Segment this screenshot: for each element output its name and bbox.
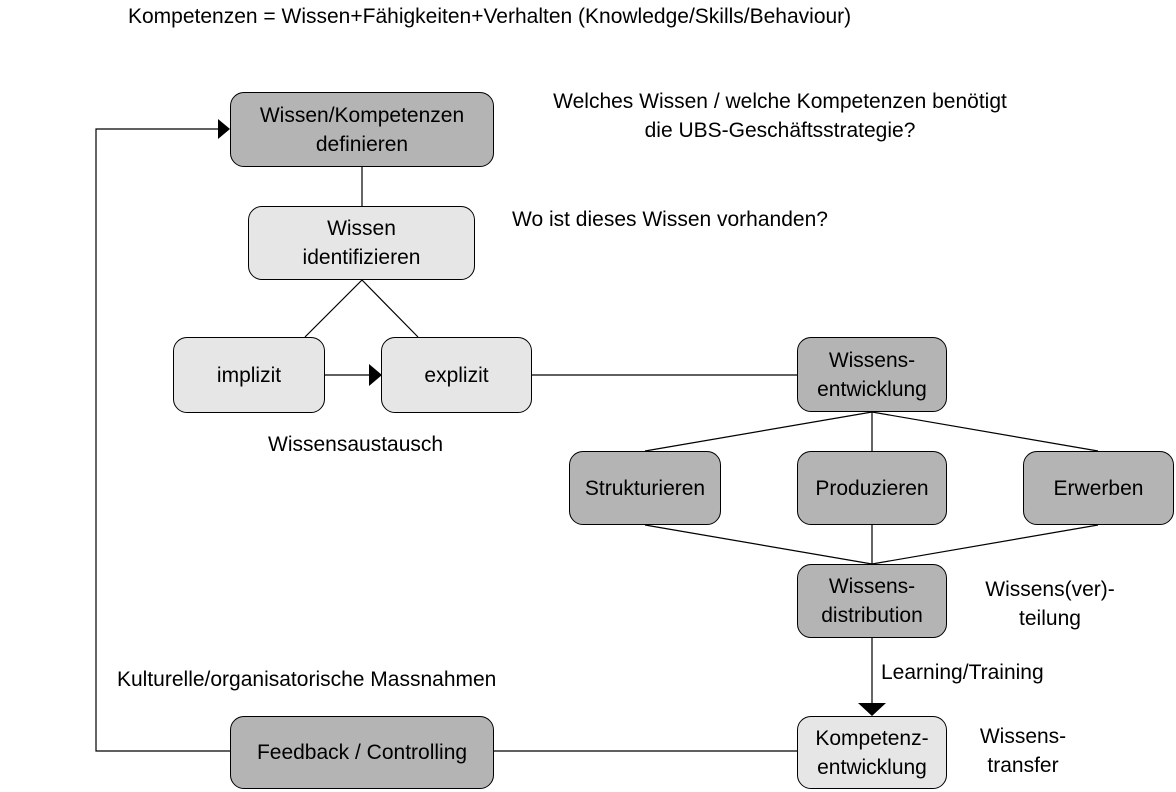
arrowhead-competence (858, 703, 886, 716)
annotation-strategy-question: Welches Wissen / welche Kompetenzen benö… (553, 90, 1007, 142)
node-produce: Produzieren (797, 451, 947, 525)
node-explicit: explizit (381, 337, 532, 413)
node-competence-development: Kompetenz- entwicklung (797, 716, 947, 789)
node-define-knowledge: Wissen/Kompetenzen definieren (230, 92, 494, 167)
node-feedback-controlling: Feedback / Controlling (230, 716, 494, 789)
node-knowledge-development: Wissens- entwicklung (797, 337, 947, 412)
node-identify-knowledge: Wissen identifizieren (248, 206, 475, 280)
line-development-acquire (871, 411, 1099, 452)
line-identify-implicit (304, 279, 363, 338)
annotation-knowledge-transfer: Wissens- transfer (979, 725, 1067, 777)
annotation-location-question: Wo ist dieses Wissen vorhanden? (512, 208, 828, 231)
page-title: Kompetenzen = Wissen+Fähigkeiten+Verhalt… (128, 5, 852, 28)
annotation-learning-training: Learning/Training (881, 661, 1044, 684)
arrowhead-explicit (369, 364, 382, 386)
line-feedback-loop (95, 128, 230, 752)
line-identify-explicit (361, 279, 419, 338)
line-acquire-distribution (871, 524, 1099, 565)
annotation-knowledge-sharing: Wissens(ver)- teilung (985, 578, 1115, 630)
line-structure-distribution (644, 524, 873, 565)
node-acquire: Erwerben (1023, 451, 1174, 525)
node-structure: Strukturieren (569, 451, 721, 525)
arrowhead-define (218, 119, 230, 139)
annotation-knowledge-exchange: Wissensaustausch (268, 433, 444, 456)
annotation-measures: Kulturelle/organisatorische Massnahmen (117, 668, 497, 691)
node-knowledge-distribution: Wissens- distribution (797, 564, 947, 638)
line-development-structure (644, 411, 873, 452)
node-implicit: implizit (173, 337, 325, 413)
